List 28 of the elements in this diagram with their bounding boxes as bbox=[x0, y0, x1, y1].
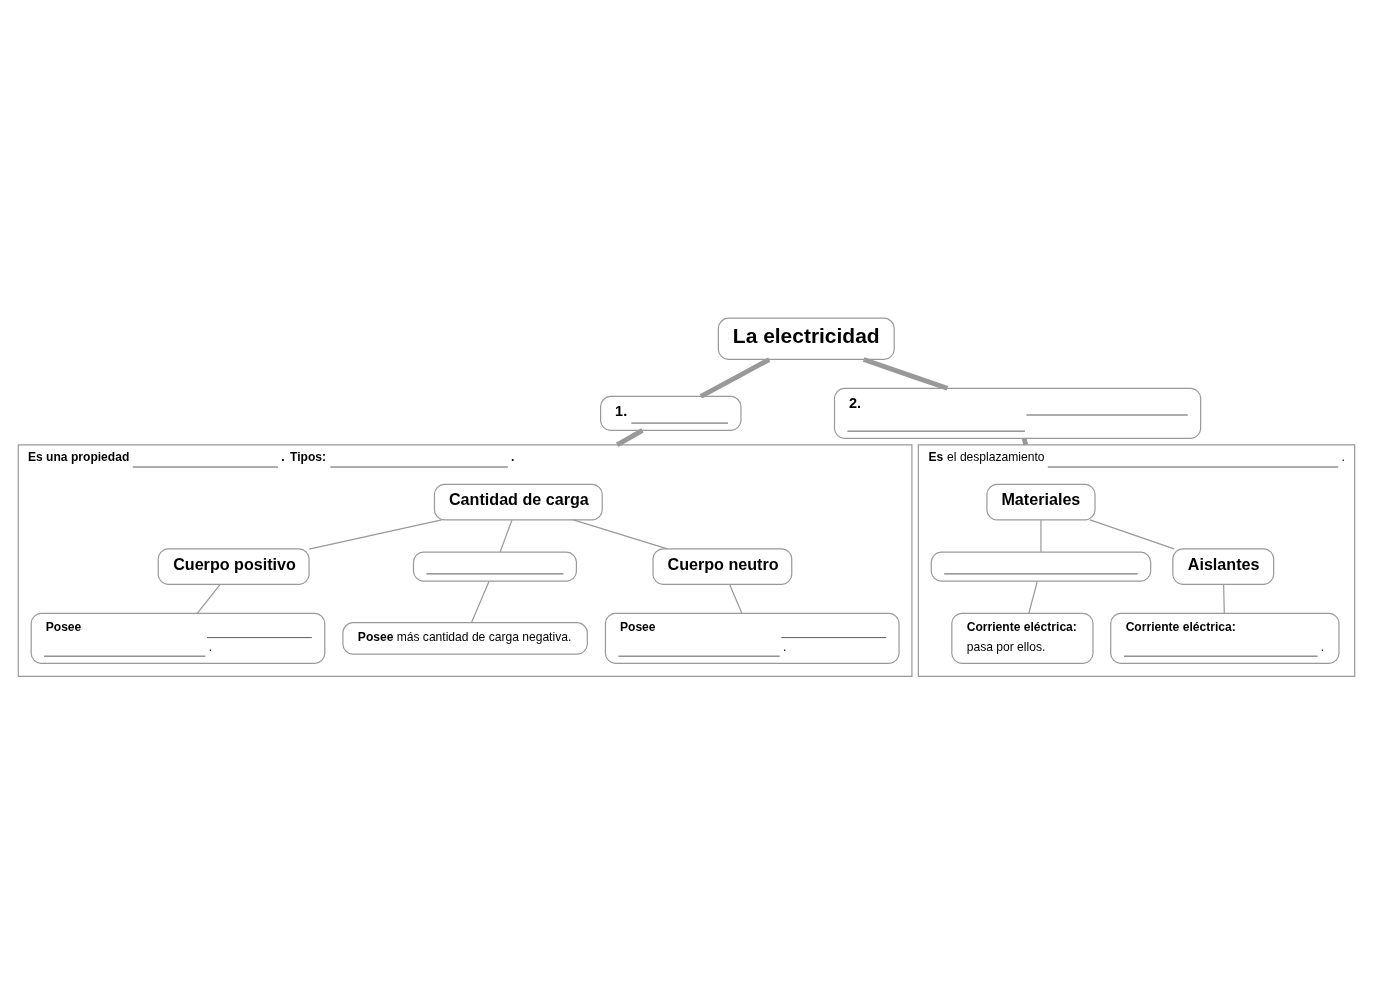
node-box bbox=[412, 551, 577, 582]
connector bbox=[615, 428, 644, 447]
connector bbox=[308, 519, 443, 550]
connector bbox=[470, 580, 490, 624]
node-box: 1. bbox=[600, 395, 742, 431]
connector bbox=[1089, 519, 1175, 550]
connector bbox=[729, 583, 743, 614]
connector bbox=[699, 357, 771, 399]
node-box: 2. bbox=[833, 387, 1202, 439]
node-box: Corriente eléctrica: . bbox=[1110, 612, 1340, 665]
node-box: Corriente eléctrica: pasa por ellos. bbox=[951, 612, 1094, 665]
connector bbox=[1223, 583, 1225, 614]
node-box: Posee más cantidad de carga negativa. bbox=[342, 622, 588, 655]
connector bbox=[196, 583, 221, 614]
connector bbox=[1028, 580, 1038, 614]
node-box: Materiales bbox=[986, 483, 1096, 521]
node-box: Cuerpo positivo bbox=[157, 548, 310, 585]
connector bbox=[499, 519, 513, 553]
node-box: Cantidad de carga bbox=[433, 483, 603, 521]
node-box: Posee . bbox=[604, 612, 900, 665]
connector bbox=[572, 519, 668, 550]
connector bbox=[1040, 519, 1042, 553]
connector bbox=[1021, 437, 1029, 446]
node-box: Aislantes bbox=[1172, 548, 1275, 585]
node-box bbox=[930, 551, 1152, 582]
node-box: Posee . bbox=[30, 612, 326, 665]
node-box: Cuerpo neutro bbox=[652, 548, 793, 585]
node-box: La electricidad bbox=[717, 317, 895, 360]
